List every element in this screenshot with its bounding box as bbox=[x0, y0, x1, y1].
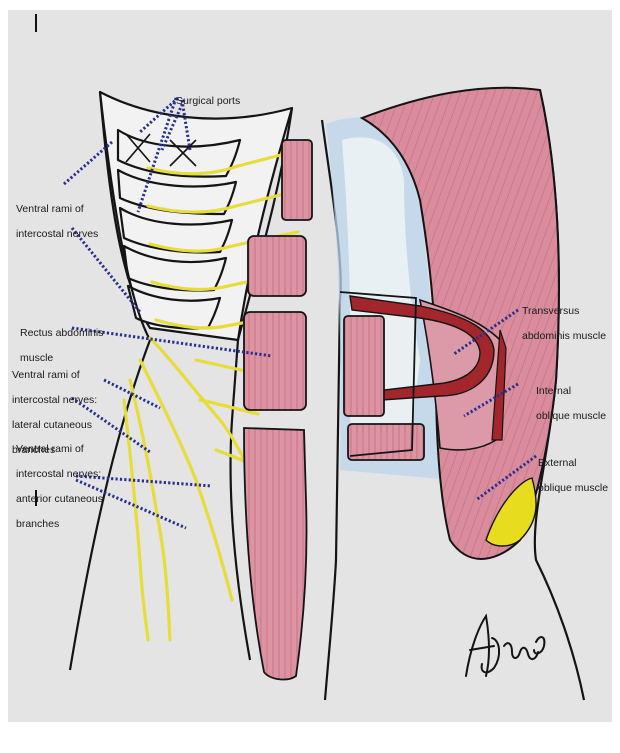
label-anterior-line-4: branches bbox=[16, 518, 103, 531]
label-anterior-cutaneous: Ventral rami of intercostal nerves: ante… bbox=[16, 430, 103, 543]
label-ventral-rami-line-2: intercostal nerves bbox=[16, 228, 98, 241]
label-lateral-line-1: Ventral rami of bbox=[12, 369, 97, 382]
label-external-oblique: External oblique muscle bbox=[538, 444, 608, 507]
label-internal-line-2: oblique muscle bbox=[536, 410, 606, 423]
label-ventral-rami: Ventral rami of intercostal nerves bbox=[16, 190, 98, 253]
label-surgical-ports-text: Surgical ports bbox=[176, 95, 240, 108]
label-anterior-line-2: intercostal nerves: bbox=[16, 468, 103, 481]
label-transversus: Transversus abdominis muscle bbox=[522, 292, 606, 355]
label-internal-line-1: Internal bbox=[536, 385, 606, 398]
label-transversus-line-2: abdominis muscle bbox=[522, 330, 606, 343]
label-external-line-2: oblique muscle bbox=[538, 482, 608, 495]
label-anterior-line-1: Ventral rami of bbox=[16, 443, 103, 456]
label-external-line-1: External bbox=[538, 457, 608, 470]
label-internal-oblique: Internal oblique muscle bbox=[536, 372, 606, 435]
label-lateral-line-2: intercostal nerves: bbox=[12, 394, 97, 407]
label-surgical-ports: Surgical ports bbox=[176, 82, 240, 120]
label-rectus-line-1: Rectus abdominis bbox=[20, 327, 103, 340]
label-anterior-line-3: anterior cutaneous bbox=[16, 493, 103, 506]
label-transversus-line-1: Transversus bbox=[522, 305, 606, 318]
label-ventral-rami-line-1: Ventral rami of bbox=[16, 203, 98, 216]
